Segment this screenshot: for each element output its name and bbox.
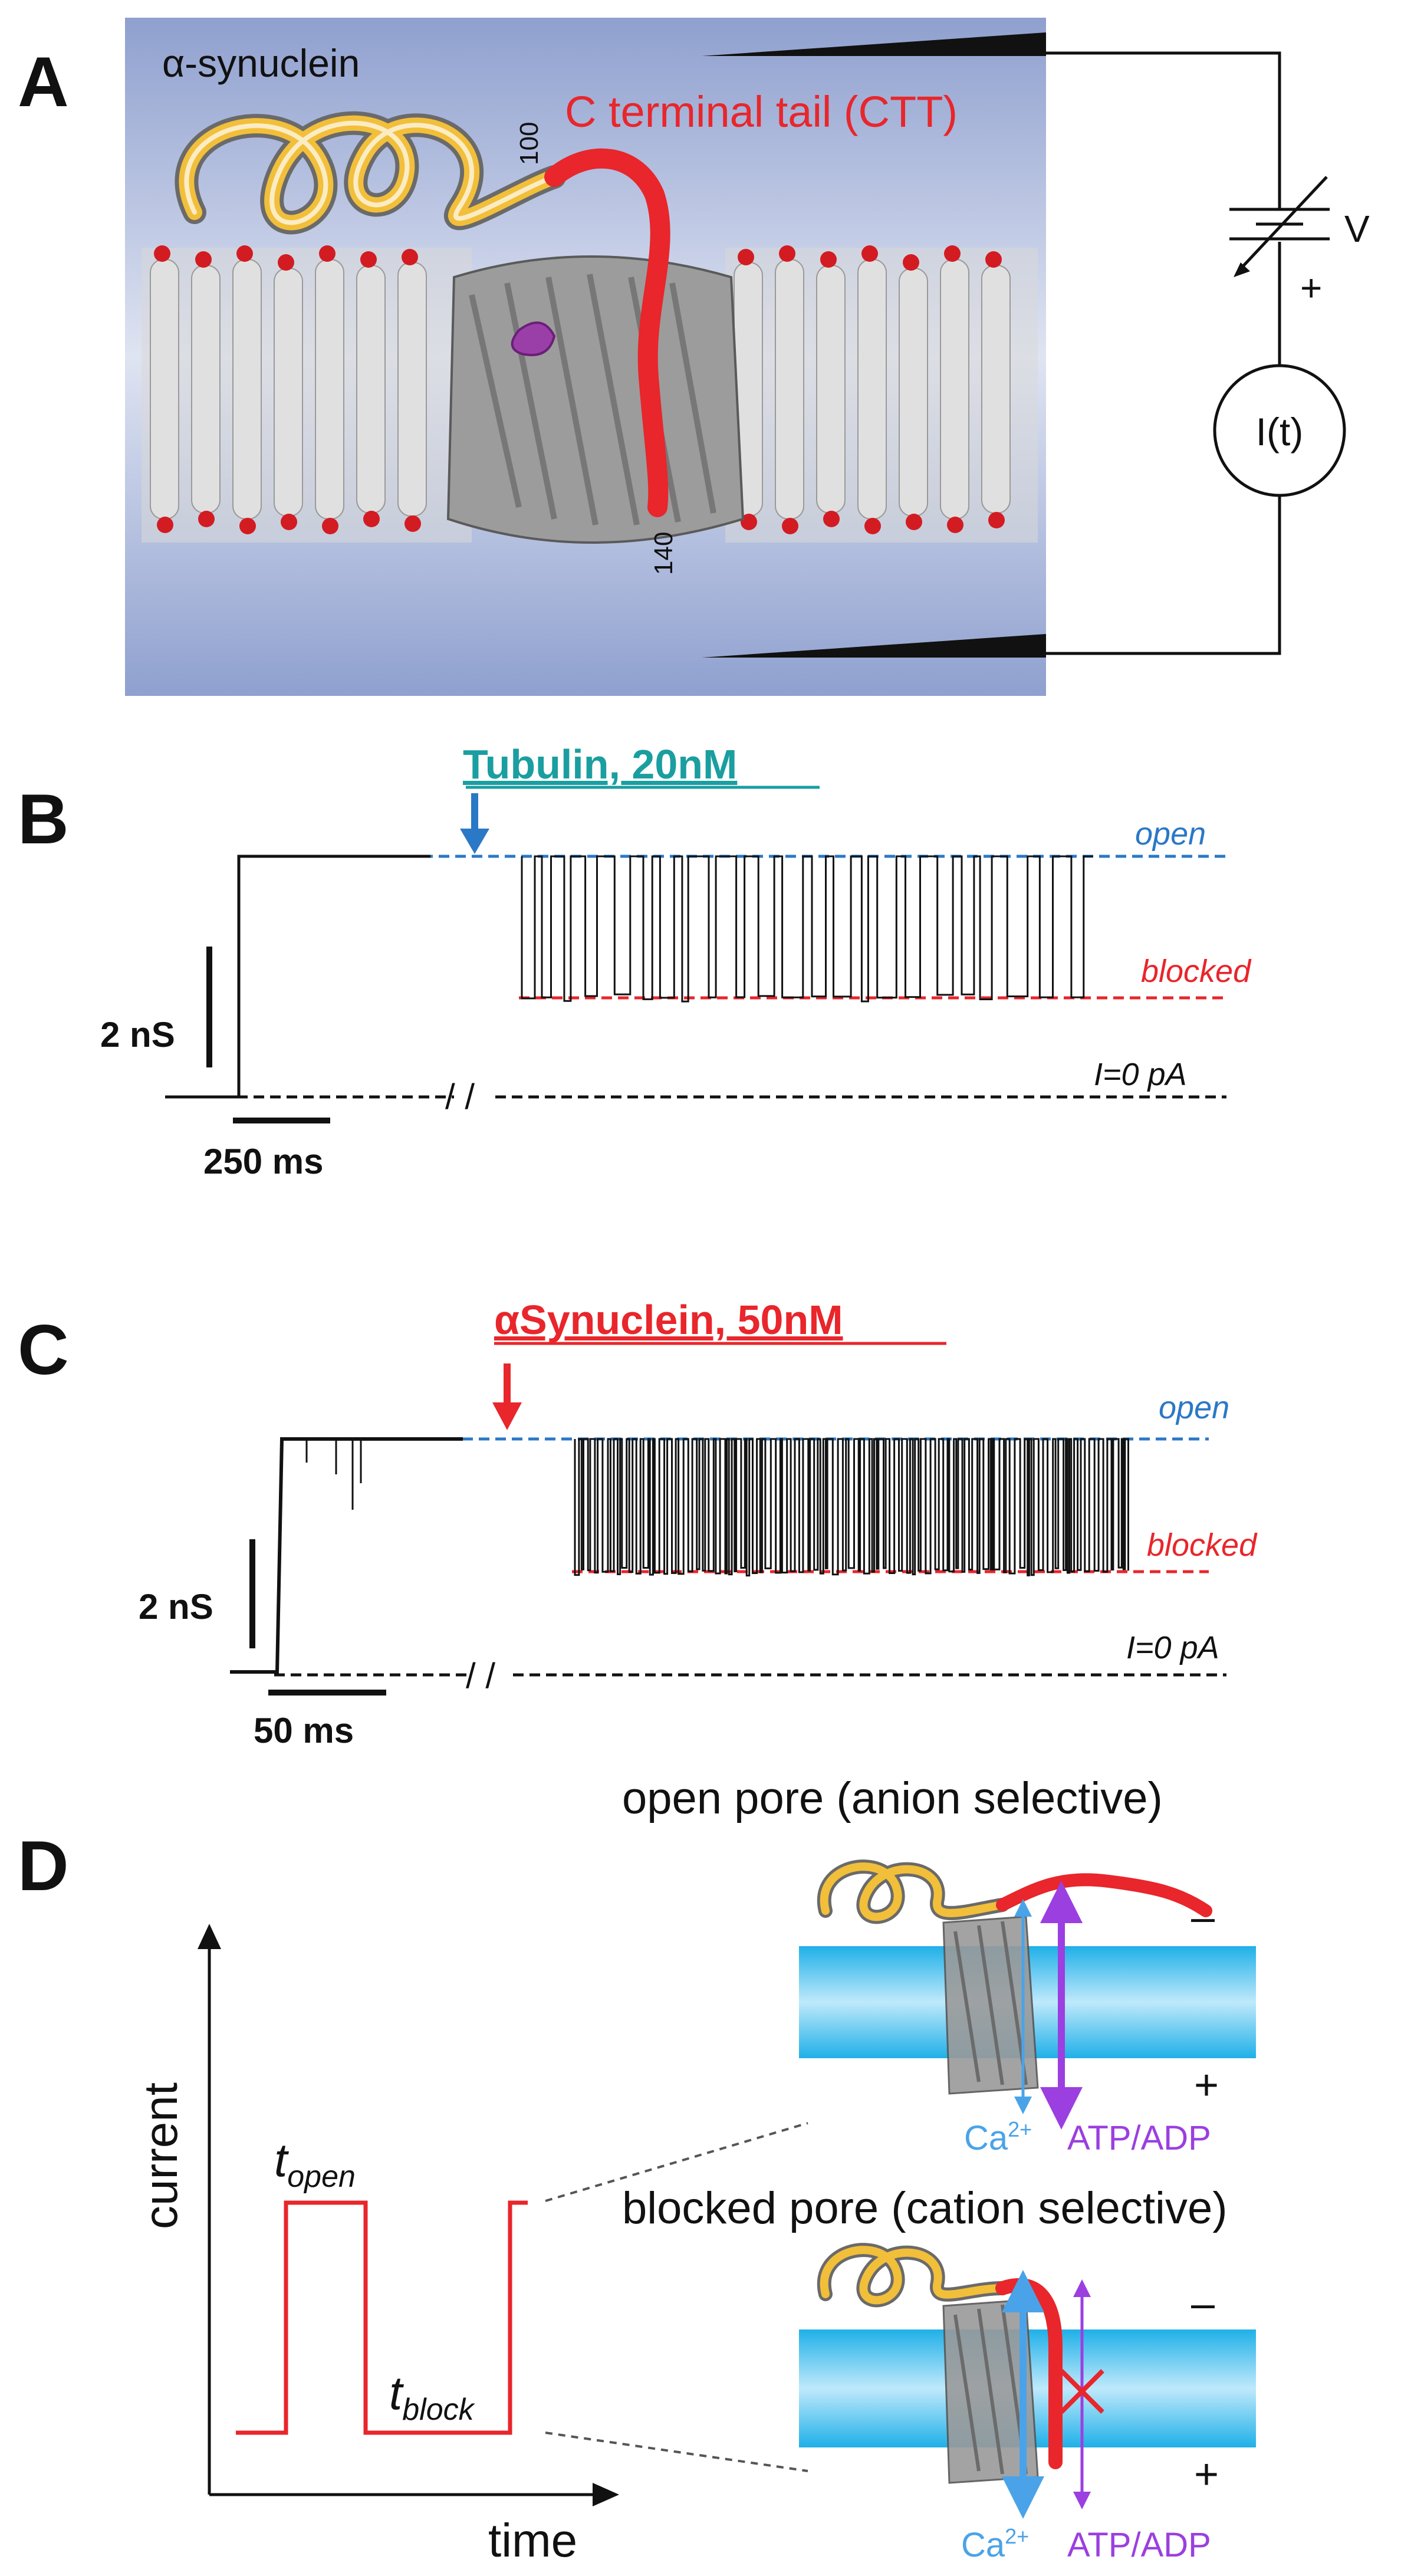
vdac-beta-barrel — [446, 255, 745, 544]
blocked-label: blocked — [1141, 954, 1252, 989]
voltage-label: V — [1344, 208, 1370, 250]
circuit — [1046, 51, 1330, 655]
current-label: I(t) — [1256, 410, 1304, 454]
synuclein-label: αSynuclein, 50nM — [494, 1297, 843, 1343]
panel-c-letter: C — [18, 1310, 69, 1389]
blocked-minus-sign: – — [1191, 2280, 1215, 2327]
lipid-bilayer-right — [725, 245, 1038, 543]
open-minus-sign: – — [1191, 1894, 1215, 1941]
y-axis-arrow — [198, 1924, 221, 1949]
panel-d-letter: D — [18, 1826, 69, 1905]
c-terminal-tail — [544, 148, 670, 517]
open-label: open — [1159, 1390, 1229, 1425]
panel-b-letter: B — [18, 780, 69, 859]
blocked-atp-label: ATP/ADP — [1067, 2526, 1211, 2564]
trace-c-gating — [574, 1438, 1129, 1577]
trace-b-baseline — [165, 855, 430, 1099]
blocked-plus-sign: + — [1194, 2451, 1219, 2498]
break-mark: / / — [445, 1077, 475, 1116]
open-plus-sign: + — [1194, 2062, 1219, 2109]
blocked-label: blocked — [1147, 1527, 1258, 1563]
scale-y-label: 2 nS — [100, 1015, 175, 1054]
top-electrode — [702, 32, 1046, 56]
t-open-label: topen — [274, 2134, 356, 2194]
scale-x-label: 250 ms — [203, 1142, 324, 1181]
x-axis-label: time — [488, 2514, 577, 2567]
open-atp-label: ATP/ADP — [1067, 2119, 1211, 2157]
ctt-label: C terminal tail (CTT) — [565, 87, 958, 136]
ammeter-circle — [1213, 364, 1346, 497]
plus-sign: + — [1300, 267, 1322, 309]
panel-d: D current time topen tblock open pore (a… — [18, 1773, 1256, 2567]
scale-x-label: 50 ms — [254, 1711, 354, 1750]
break-mark: / / — [466, 1656, 495, 1696]
trace-c-pre-events — [305, 1439, 362, 1510]
alpha-synuclein-model — [175, 111, 670, 517]
n-terminal-helix — [511, 321, 556, 356]
trace-c-baseline — [230, 1437, 463, 1674]
x-axis-arrow — [593, 2483, 619, 2506]
blocked-calcium-label: Ca2+ — [961, 2524, 1029, 2564]
open-pore-title: open pore (anion selective) — [622, 1773, 1163, 1823]
t-block-label: tblock — [389, 2367, 476, 2427]
trace-b-gating — [521, 855, 1093, 1003]
tubulin-arrow-head — [460, 829, 489, 854]
lipid-bilayer-left — [142, 245, 472, 543]
y-axis-label: current — [134, 2082, 187, 2229]
leader-line-blocked — [545, 2432, 808, 2472]
tubulin-label: Tubulin, 20nM — [463, 741, 737, 787]
square-wave — [236, 2200, 528, 2435]
blocked-pore-title: blocked pore (cation selective) — [622, 2183, 1228, 2233]
panel-b: B Tubulin, 20nM open blocked I=0 pA / / … — [18, 741, 1252, 1181]
open-calcium-label: Ca2+ — [964, 2117, 1032, 2157]
panel-a: A — [18, 18, 1370, 696]
protein-label: α-synuclein — [162, 41, 360, 85]
scale-y-label: 2 nS — [139, 1587, 213, 1627]
panel-c: C αSynuclein, 50nM open blocked I=0 pA /… — [18, 1297, 1258, 1750]
panel-a-letter: A — [18, 42, 69, 121]
residue-start-label: 100 — [515, 122, 544, 165]
block-x-mark — [1060, 2369, 1104, 2414]
leader-line-open — [545, 2122, 808, 2202]
zero-label: I=0 pA — [1126, 1630, 1219, 1665]
bottom-electrode — [702, 634, 1046, 658]
open-pore-schematic — [799, 1859, 1256, 2130]
open-pore-tail — [996, 1873, 1212, 1917]
zero-label: I=0 pA — [1094, 1057, 1187, 1092]
residue-end-label: 140 — [649, 532, 678, 575]
voltage-arrow-head — [1234, 262, 1250, 277]
blocked-pore-schematic — [799, 2243, 1256, 2519]
synuclein-arrow-head — [492, 1402, 522, 1430]
open-label: open — [1135, 816, 1206, 852]
